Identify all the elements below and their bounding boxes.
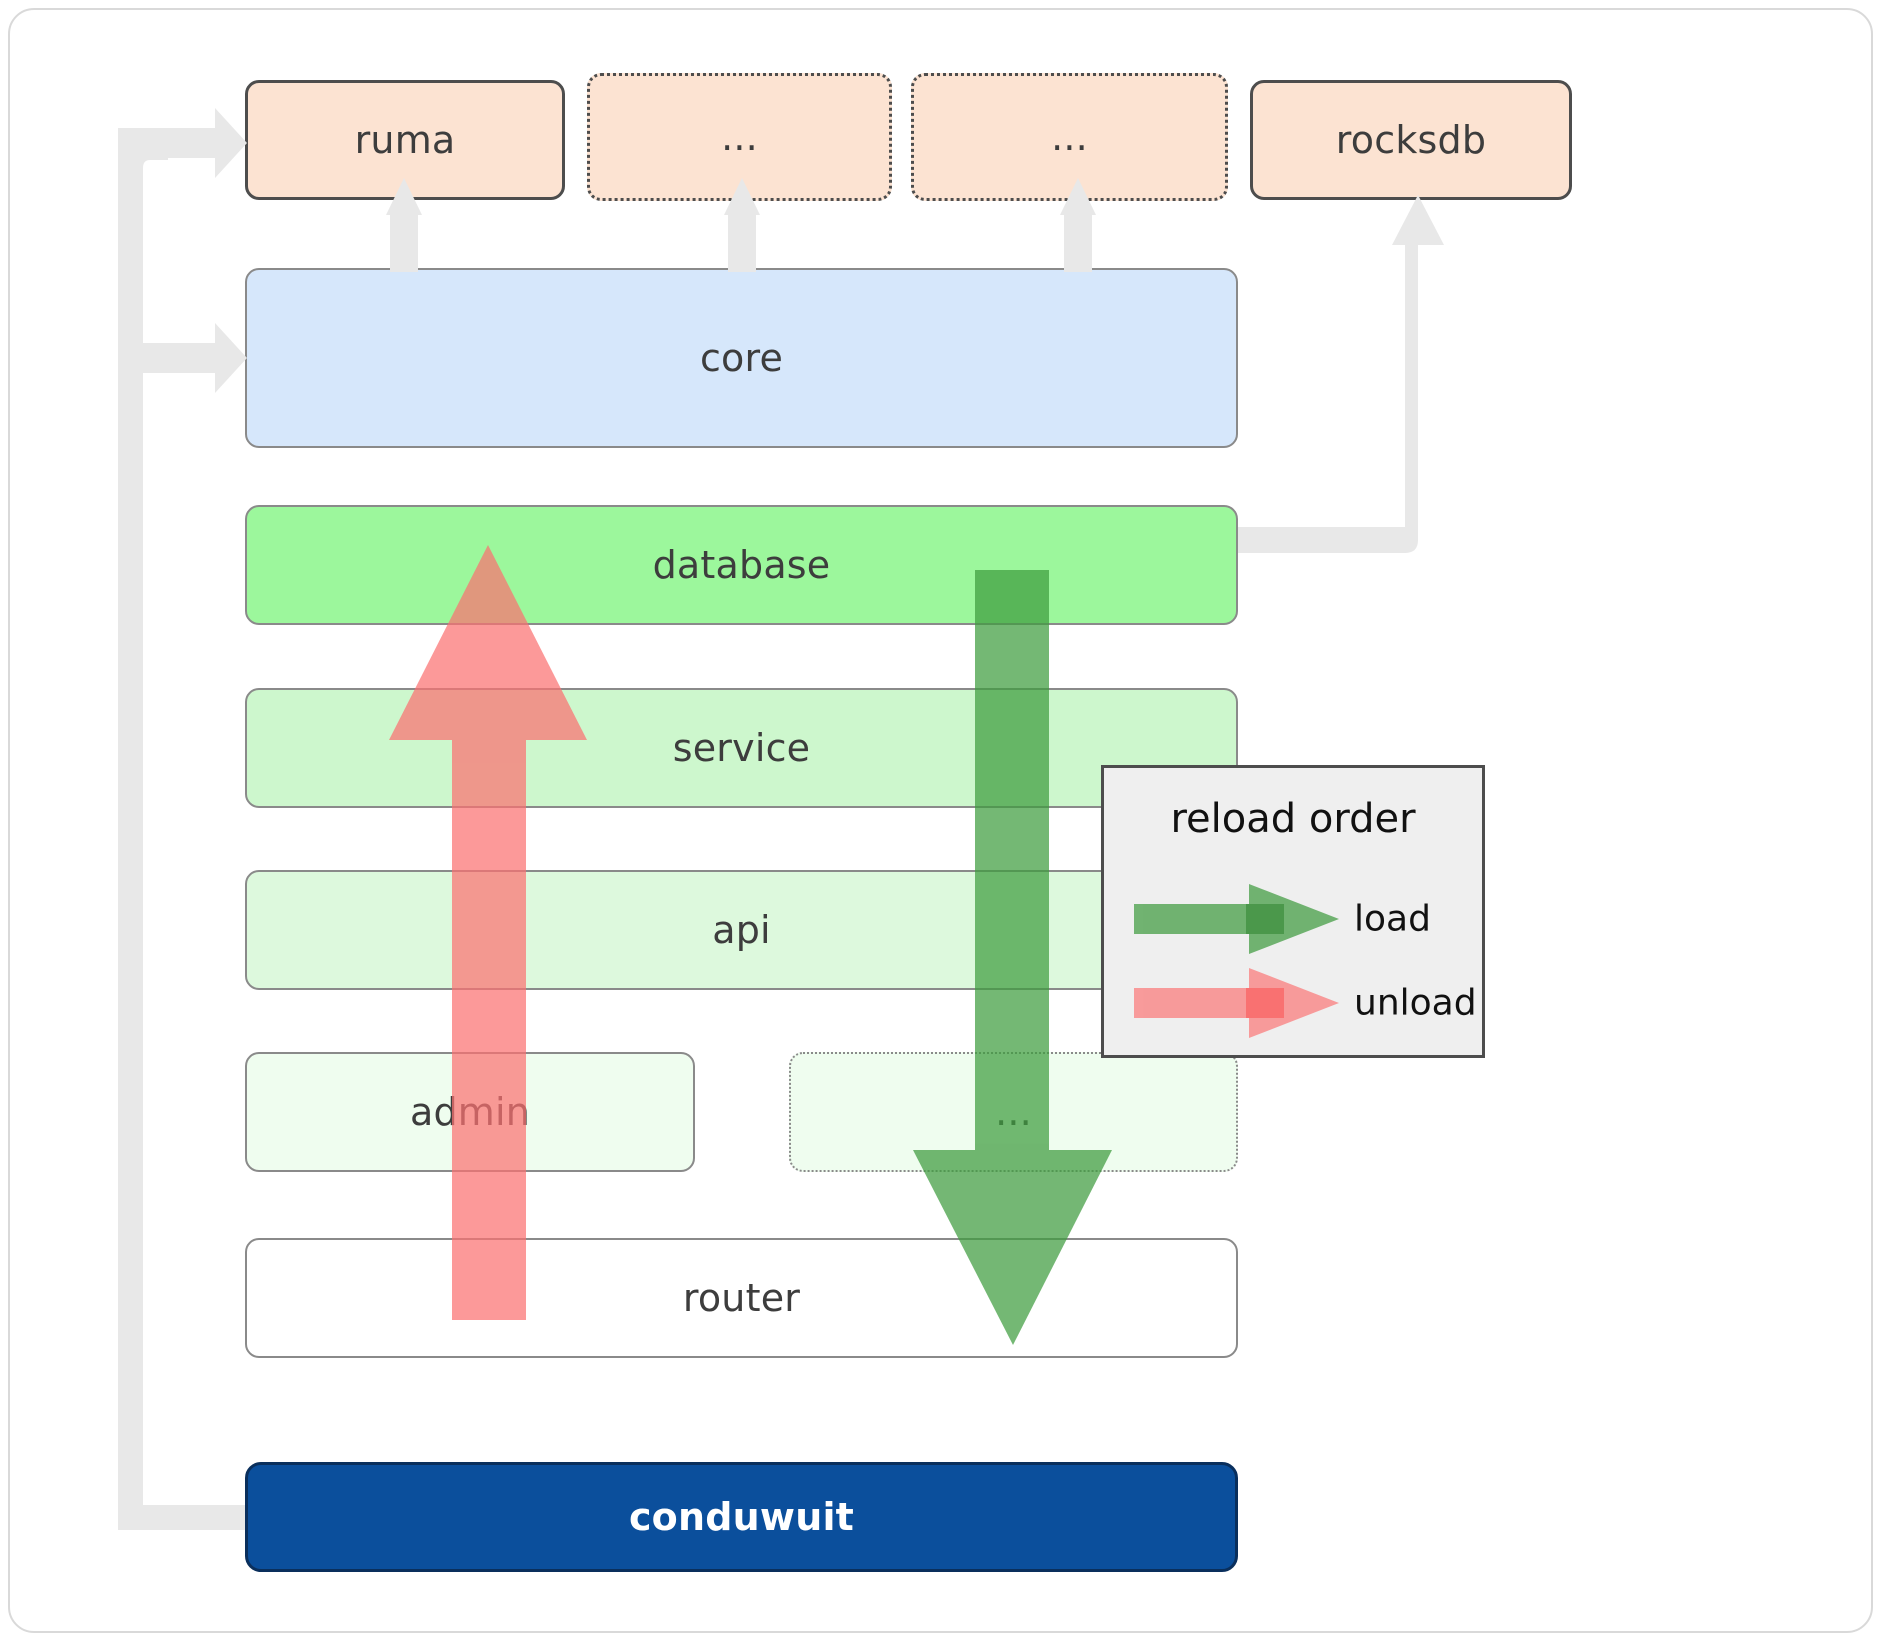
layer-core-label: core [699, 336, 784, 380]
module-placeholder-1[interactable]: ... [587, 73, 892, 201]
layer-admin[interactable]: admin [245, 1052, 695, 1172]
root-conduwuit-label: conduwuit [628, 1495, 855, 1539]
layer-database-label: database [652, 543, 831, 587]
module-placeholder-1-label: ... [721, 115, 758, 159]
layer-api[interactable]: api [245, 870, 1238, 990]
legend-unload-arrow-icon [1134, 968, 1339, 1038]
module-ruma-label: ruma [354, 118, 456, 162]
layer-router-label: router [682, 1276, 801, 1320]
legend-load-label: load [1354, 898, 1431, 940]
layer-admin-label: admin [409, 1090, 531, 1134]
root-conduwuit[interactable]: conduwuit [245, 1462, 1238, 1572]
diagram-frame [8, 8, 1873, 1633]
module-placeholder-2[interactable]: ... [911, 73, 1228, 201]
module-rocksdb[interactable]: rocksdb [1250, 80, 1572, 200]
module-placeholder-2-label: ... [1051, 115, 1088, 159]
layer-placeholder-3[interactable]: ... [789, 1052, 1238, 1172]
layer-database[interactable]: database [245, 505, 1238, 625]
layer-service-label: service [672, 726, 811, 770]
legend-item-unload: unload [1104, 960, 1482, 1046]
legend-load-arrow-icon [1134, 884, 1339, 954]
legend-unload-label: unload [1354, 982, 1477, 1024]
layer-placeholder-3-label: ... [995, 1090, 1032, 1134]
legend-panel: reload order load unload [1101, 765, 1485, 1058]
legend-title: reload order [1170, 796, 1416, 842]
layer-service[interactable]: service [245, 688, 1238, 808]
layer-api-label: api [712, 908, 771, 952]
legend-item-load: load [1104, 876, 1482, 962]
layer-router[interactable]: router [245, 1238, 1238, 1358]
layer-core[interactable]: core [245, 268, 1238, 448]
module-rocksdb-label: rocksdb [1335, 118, 1487, 162]
module-ruma[interactable]: ruma [245, 80, 565, 200]
